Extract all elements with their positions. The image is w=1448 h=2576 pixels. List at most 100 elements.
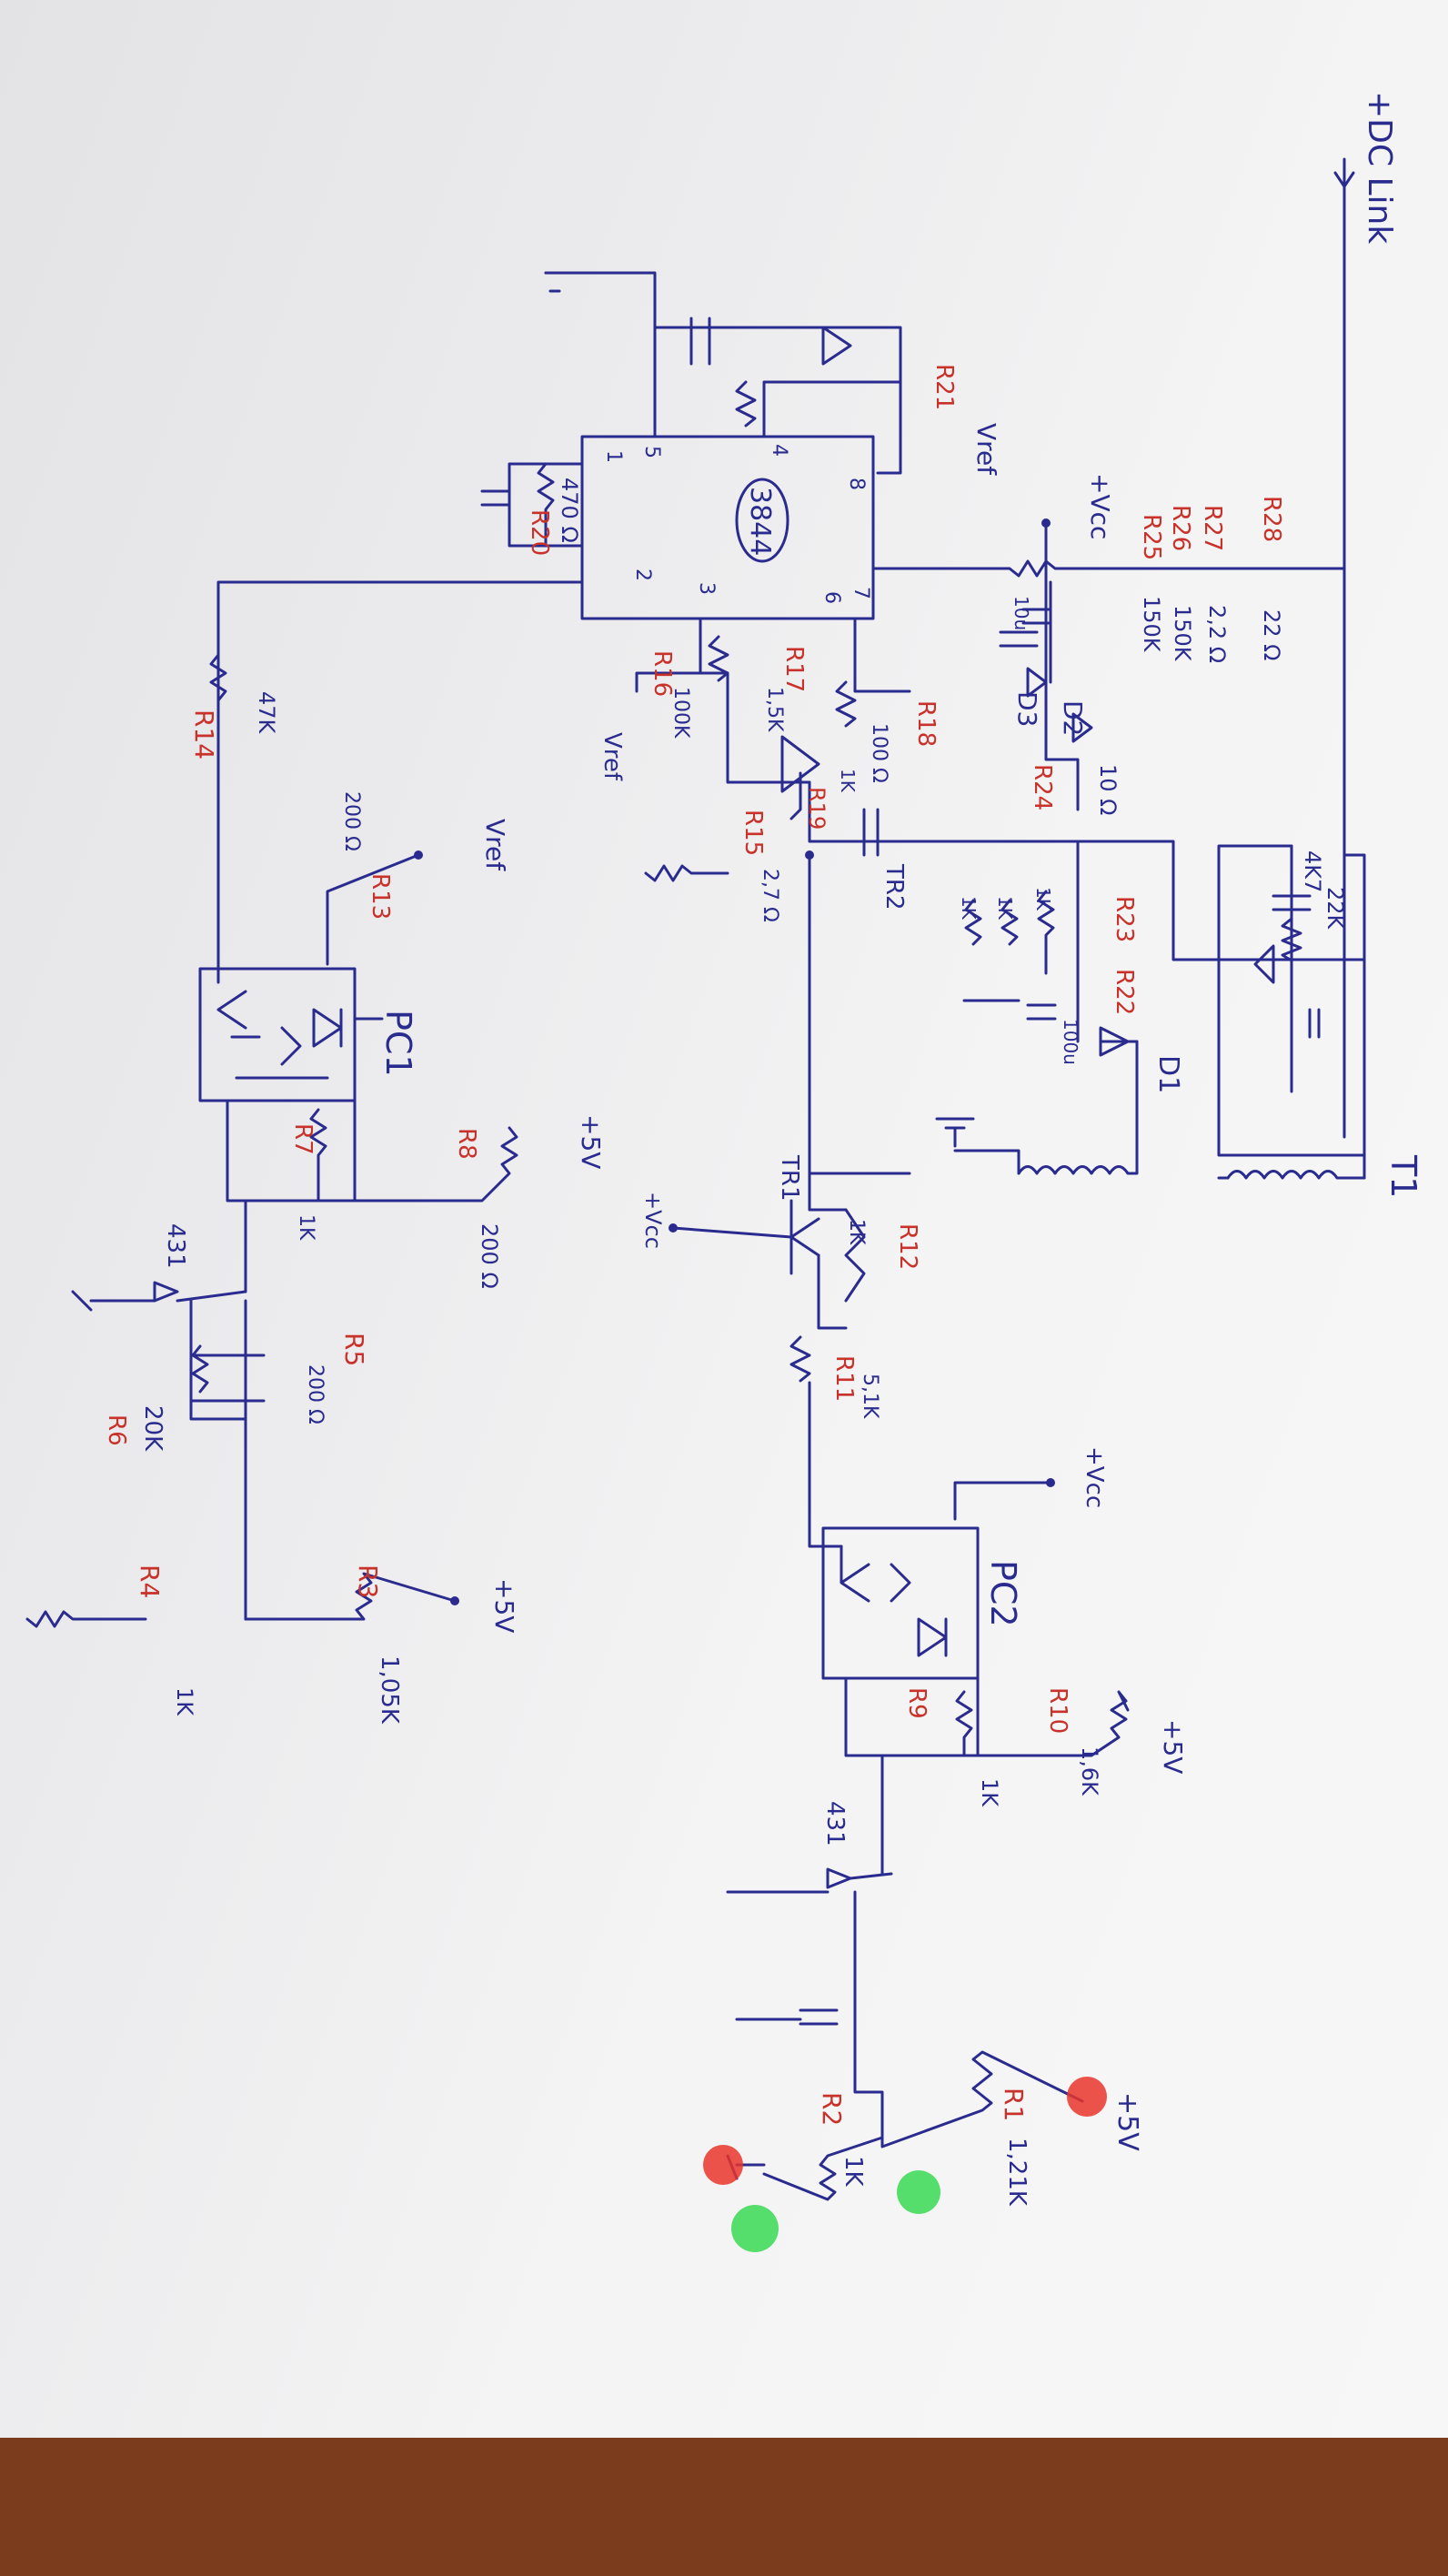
tr2-label: TR2 xyxy=(880,863,908,911)
r24-value: 10 Ω xyxy=(1095,764,1121,816)
gate-drive xyxy=(669,617,911,1548)
r16-label: R16 xyxy=(649,650,676,697)
vref-label-b: Vref xyxy=(598,732,626,781)
r21-label: R21 xyxy=(930,364,958,410)
ic-pin-5: 5 xyxy=(640,446,663,458)
r7-value: 1K xyxy=(295,1214,317,1241)
pc1-label: PC1 xyxy=(378,1010,418,1077)
vcc-bulk-caps xyxy=(999,518,1093,811)
r9-label: R9 xyxy=(903,1687,930,1719)
r4-value: 1K xyxy=(172,1687,197,1716)
secondary-filter xyxy=(962,840,1080,1043)
r11-value: 5,1K xyxy=(859,1374,881,1419)
r18-label: R18 xyxy=(912,700,940,747)
highlight-markers xyxy=(703,2077,1107,2252)
r15-label: R15 xyxy=(739,810,767,856)
ic-pin-4: 4 xyxy=(768,444,790,457)
r7-label: R7 xyxy=(289,1123,317,1155)
ic-pin-6: 6 xyxy=(820,591,843,604)
cap-d-value: 100u xyxy=(1060,1019,1081,1065)
r10-value: 1,6K xyxy=(1077,1746,1102,1796)
t1-label: T1 xyxy=(1383,1154,1423,1198)
r2-label: R2 xyxy=(817,2092,847,2126)
ic-pin-3: 3 xyxy=(695,582,718,595)
ic-part-label: 3844 xyxy=(744,487,776,556)
dc-link-bus xyxy=(1090,157,1355,1139)
d3-label: D3 xyxy=(1012,691,1042,727)
r13-label: R13 xyxy=(367,873,394,920)
cap-a-value: 1K xyxy=(1032,887,1054,911)
r24-label: R24 xyxy=(1029,764,1056,810)
ic-pin-7: 7 xyxy=(850,587,872,599)
r27-label: R27 xyxy=(1199,505,1226,551)
r14-label: R14 xyxy=(189,709,219,760)
snubber-value-2: 22K xyxy=(1322,887,1348,931)
cap-e-value: 10u xyxy=(1011,596,1032,630)
vcc-label-b: +Vcc xyxy=(640,1192,666,1249)
feedback-loop-1 xyxy=(25,1099,518,1628)
r28-label: R28 xyxy=(1258,496,1285,542)
r20-label: R20 xyxy=(526,509,553,556)
p5v-label-b: +5V xyxy=(489,1578,519,1633)
r5-label: R5 xyxy=(339,1333,369,1366)
uc3844-ic xyxy=(580,435,875,620)
r14-value: 47K xyxy=(254,691,279,735)
r20-value: 470 Ω xyxy=(557,478,582,543)
transformer-t1 xyxy=(908,840,1366,1180)
vcc-label-a: +Vcc xyxy=(1085,473,1115,539)
r1-value: 1,21K xyxy=(1003,2138,1031,2207)
snubber-network xyxy=(1253,844,1321,1093)
d2-label: D2 xyxy=(1058,700,1088,736)
r10-label: R10 xyxy=(1044,1687,1071,1734)
r19-label: R19 xyxy=(804,787,830,830)
r28-value: 22 Ω xyxy=(1259,609,1284,661)
r11-label: R11 xyxy=(830,1355,858,1402)
r8-label: R8 xyxy=(453,1128,480,1160)
r19-value: 1K xyxy=(837,769,859,793)
snubber-value: 4K7 xyxy=(1300,850,1325,892)
r2-value: 1K xyxy=(840,2156,867,2188)
r26-label: R26 xyxy=(1167,505,1194,551)
r6-value: 20K xyxy=(139,1405,166,1452)
tl431-label-b: 431 xyxy=(821,1801,849,1846)
ic-pin-2: 2 xyxy=(631,569,654,581)
paper xyxy=(0,0,1448,2438)
r17-label: R17 xyxy=(780,646,808,692)
cap-b-value: 1K xyxy=(994,896,1016,921)
r1-label: R1 xyxy=(999,2088,1029,2121)
r6-label: R6 xyxy=(103,1414,130,1446)
r27-value: 2,2 Ω xyxy=(1204,605,1230,663)
r17-value: 1,5K xyxy=(763,687,786,732)
r23-label: R23 xyxy=(1111,896,1138,942)
p5v-label-c: +5V xyxy=(1158,1719,1188,1774)
r18-value: 100 Ω xyxy=(868,723,890,783)
r12-label: R12 xyxy=(894,1223,921,1270)
vref-label-a: Vref xyxy=(971,423,1001,476)
r25-label: R25 xyxy=(1138,514,1165,560)
ic-pin-8: 8 xyxy=(845,478,868,490)
r5-value: 200 Ω xyxy=(304,1364,327,1424)
r3-value: 1,05K xyxy=(376,1655,403,1725)
ic-pin-1: 1 xyxy=(602,450,625,463)
pc2-optocoupler xyxy=(726,1478,1130,2201)
r22-label: R22 xyxy=(1111,969,1138,1015)
r12-value: 1K xyxy=(845,1219,868,1245)
r15-value: 2,7 Ω xyxy=(759,869,781,922)
timing-network xyxy=(544,271,902,475)
tl431-label-a: 431 xyxy=(162,1223,189,1269)
r14-resistor xyxy=(209,653,227,702)
compensation-network xyxy=(216,462,584,966)
pc2-label: PC2 xyxy=(983,1560,1023,1627)
r3-label: R3 xyxy=(353,1565,383,1598)
d1-label: D1 xyxy=(1152,1055,1184,1093)
r25-value: 150K xyxy=(1139,596,1164,653)
r26-value: 150K xyxy=(1170,605,1195,662)
r4-label: R4 xyxy=(135,1565,165,1598)
startup-resistor-chain xyxy=(871,559,1093,684)
r16-value: 100K xyxy=(669,687,692,739)
r9-value: 1K xyxy=(977,1778,1002,1807)
vcc-label-c: +Vcc xyxy=(1081,1446,1108,1508)
tr1-label: TR1 xyxy=(776,1154,803,1202)
